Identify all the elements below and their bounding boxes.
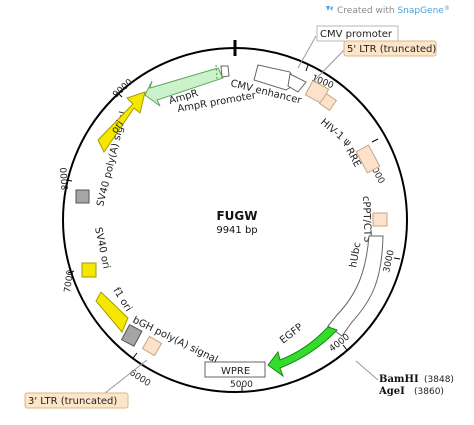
callout-box — [343, 40, 437, 57]
snapgene-credit: Created with SnapGene® — [326, 5, 450, 16]
feature-label-cmv-promoter: CMV promoter — [320, 29, 393, 40]
f1-ori-arrow — [95, 291, 129, 333]
tick-1000-mark — [305, 64, 309, 72]
ampr-arrow — [144, 67, 224, 107]
feature-label-3ltr: 3' LTR (truncated) — [28, 396, 117, 407]
svg-text:Created with SnapGene®: Created with SnapGene® — [337, 5, 450, 16]
plasmid-name: FUGW — [216, 209, 257, 223]
tick-2000-mark — [371, 138, 379, 143]
callout-line — [297, 35, 317, 69]
site-bamhi-name: BamHI — [379, 374, 419, 385]
callout-line — [310, 48, 346, 85]
tick-label-5000: 5000 — [230, 380, 253, 390]
feature-label-hiv-psi: HIV-1 ψ — [318, 117, 353, 149]
hiv-psi-box — [318, 92, 338, 112]
credit-brand: SnapGene — [397, 6, 444, 16]
tick-marks — [65, 64, 401, 392]
credit-prefix: Created with — [337, 6, 397, 16]
site-bamhi-position: (3848) — [424, 375, 454, 385]
rre-box — [355, 144, 381, 174]
site-callout-line — [355, 360, 379, 381]
tick-label-7000: 7000 — [63, 269, 76, 293]
tick-label-6000: 6000 — [127, 368, 152, 389]
hubc-arrow — [327, 235, 384, 337]
site-agei-position: (3860) — [414, 387, 444, 397]
feature-label-bgh-polya: bGH poly(A) signal — [131, 315, 220, 366]
feature-label-hubc: hUbc — [348, 241, 363, 268]
cppt-cts-box — [372, 212, 388, 227]
sv40-polya-box — [75, 189, 90, 204]
plasmid-size: 9941 bp — [216, 225, 257, 236]
cmv-promoter-arrow — [287, 73, 307, 93]
tick-7000-mark — [67, 270, 75, 274]
wpre-box — [204, 361, 266, 378]
snapgene-logo-icon — [326, 6, 333, 11]
callout-line — [99, 359, 148, 398]
sv40-ori-box — [81, 262, 97, 278]
credit-mark: ® — [444, 5, 450, 12]
tick-label-3000: 3000 — [382, 249, 397, 274]
tick-6000-mark — [132, 352, 138, 359]
tick-8000-mark — [65, 179, 73, 182]
feature-label-cppt-cts: cPPT/CTS — [360, 196, 373, 243]
site-agei-name: AgeI — [378, 386, 405, 397]
tick-9000-mark — [117, 92, 123, 98]
tick-4000-mark — [342, 344, 348, 351]
ampr-promoter-arrow — [220, 65, 230, 78]
feature-label-egfp: EGFP — [278, 322, 305, 347]
tick-label-8000: 8000 — [59, 167, 71, 191]
ltr3-box — [141, 335, 163, 357]
feature-label-5ltr: 5' LTR (truncated) — [347, 44, 436, 55]
egfp-arrow — [267, 326, 338, 378]
callout-3ltr-box — [24, 392, 129, 409]
tick-3000-mark — [393, 257, 401, 260]
ori-arrow — [97, 91, 146, 153]
bgh-polya-box — [120, 323, 143, 347]
feature-label-wpre: WPRE — [221, 366, 250, 377]
callout-5ltr: 5' LTR (truncated) — [310, 40, 437, 85]
